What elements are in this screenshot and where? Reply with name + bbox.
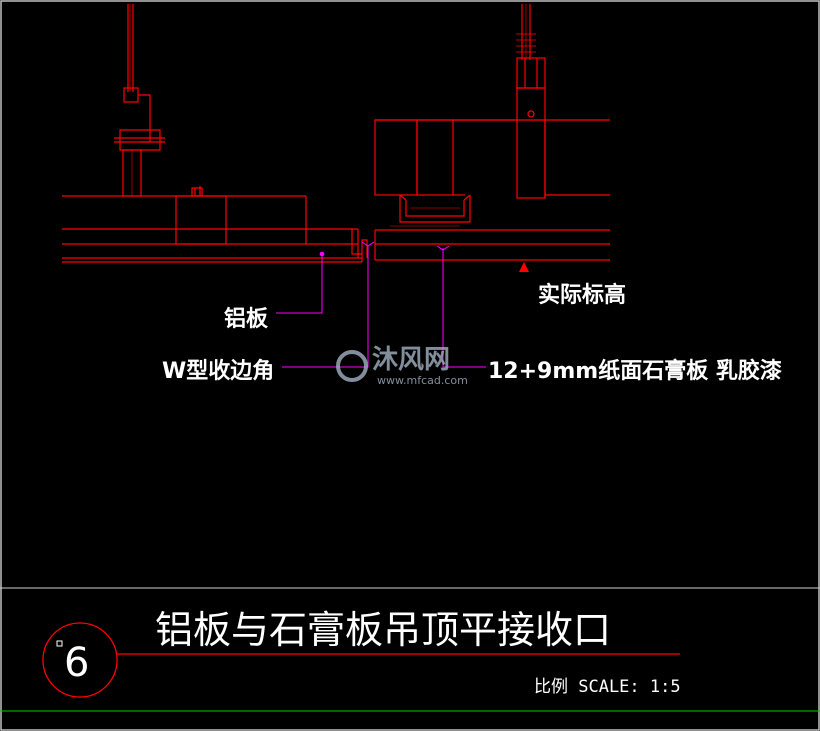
- detail-number-circle: [42, 622, 118, 698]
- elevation-marker-icon: [519, 262, 529, 272]
- leader-lines: [276, 241, 486, 368]
- drawing-title: 铝板与石膏板吊顶平接收口: [155, 608, 611, 652]
- watermark-brand: 沐风网: [372, 345, 450, 375]
- label-aluminum-panel: 铝板: [224, 306, 269, 332]
- drawing-scale: 比例 SCALE: 1:5: [534, 677, 681, 697]
- section-geometry: [62, 4, 610, 263]
- watermark-url: www.mfcad.com: [377, 374, 468, 387]
- watermark: 沐风网 www.mfcad.com: [336, 345, 468, 387]
- watermark-logo-icon: [336, 350, 368, 382]
- label-gypsum-board: 12+9mm纸面石膏板 乳胶漆: [488, 358, 782, 384]
- title-block: 6 铝板与石膏板吊顶平接收口 比例 SCALE: 1:5: [0, 587, 820, 712]
- detail-number: 6: [64, 640, 89, 686]
- label-w-edge-trim: W型收边角: [162, 358, 274, 384]
- label-actual-elevation: 实际标高: [538, 282, 626, 308]
- detail-bullet-icon: [56, 640, 63, 647]
